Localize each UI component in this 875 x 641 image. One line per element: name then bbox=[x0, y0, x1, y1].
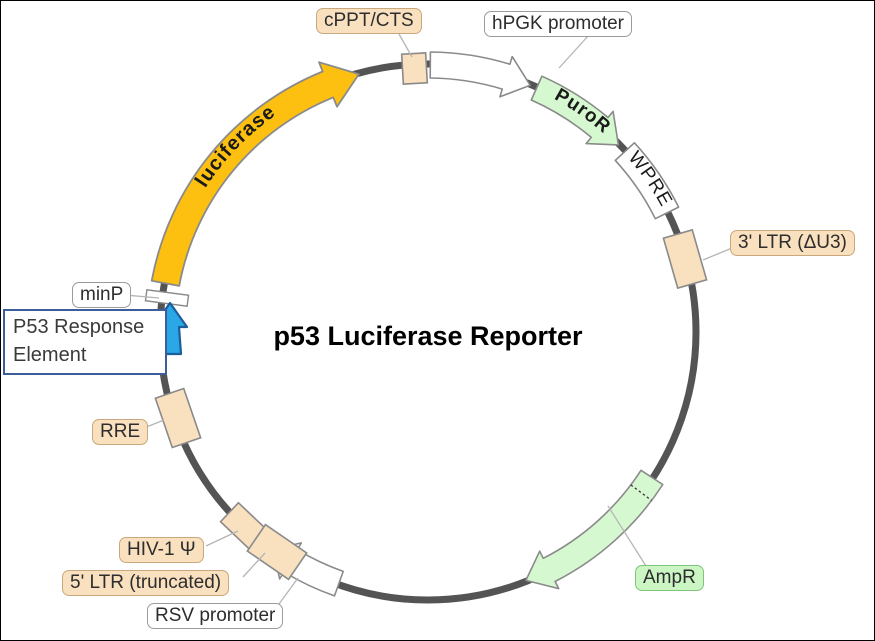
leader-ltr5 bbox=[242, 552, 266, 578]
ampr-arrow bbox=[525, 469, 664, 590]
leader-ampr bbox=[607, 505, 647, 567]
hpgk-promoter-arrow bbox=[429, 51, 531, 98]
ltr5-block bbox=[246, 523, 308, 581]
plasmid-title: p53 Luciferase Reporter bbox=[273, 321, 583, 351]
label-ampr: AmpR bbox=[635, 565, 704, 591]
leader-hiv1-psi bbox=[205, 530, 239, 547]
luciferase-arc-text: luciferase bbox=[191, 101, 280, 192]
label-hiv1-psi: HIV-1 Ψ bbox=[119, 537, 204, 563]
p53-label-line2: Element bbox=[13, 344, 87, 366]
wpre-block bbox=[614, 142, 680, 220]
cppt-cts-block bbox=[400, 52, 429, 85]
leader-ltr3 bbox=[702, 247, 733, 261]
puror-arrow bbox=[530, 75, 620, 146]
label-cppt-cts: cPPT/CTS bbox=[316, 8, 422, 34]
label-ltr5: 5' LTR (truncated) bbox=[62, 570, 230, 596]
leader-cppt bbox=[398, 33, 413, 58]
leader-rsv bbox=[278, 577, 299, 605]
label-p53-response-element: P53 Response Element bbox=[3, 309, 167, 375]
ltr3-block bbox=[662, 228, 708, 290]
leader-hpgk bbox=[558, 34, 590, 69]
label-rsv-promoter: RSV promoter bbox=[147, 603, 284, 629]
label-ltr3: 3' LTR (ΔU3) bbox=[730, 230, 855, 256]
label-rre: RRE bbox=[92, 419, 149, 445]
luciferase-arrow bbox=[150, 61, 360, 287]
label-minp: minP bbox=[72, 282, 132, 308]
minp-block bbox=[144, 289, 190, 307]
rre-block bbox=[154, 387, 202, 449]
leader-lines bbox=[124, 33, 733, 605]
p53-label-line1: P53 Response bbox=[13, 316, 145, 338]
label-hpgk-promoter: hPGK promoter bbox=[484, 11, 632, 37]
ampr-dashed-boundary bbox=[630, 484, 652, 502]
luciferase-arc-label: luciferase bbox=[191, 101, 279, 192]
